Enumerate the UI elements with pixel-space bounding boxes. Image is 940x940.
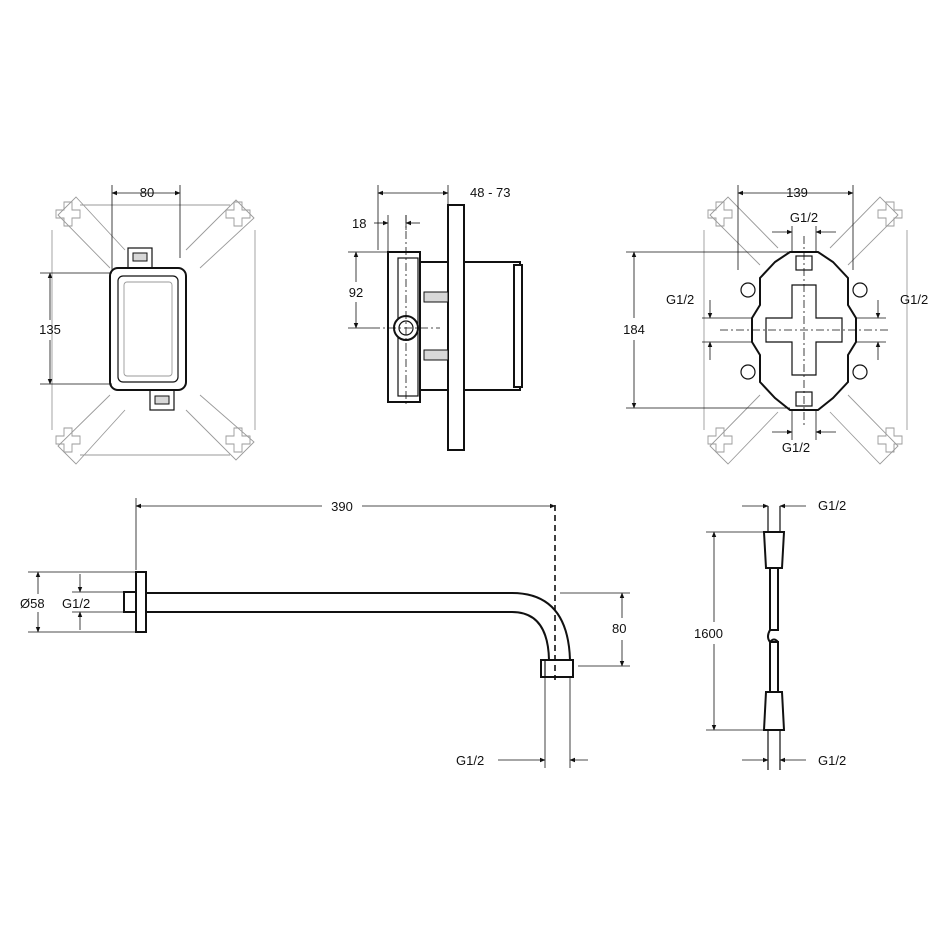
back-plate-view: 139 G1/2 184 G1/2 G1/2 xyxy=(623,185,928,465)
hose-length-label: 1600 xyxy=(694,626,723,641)
shower-arm-drop-label: 80 xyxy=(612,621,626,636)
back-plate-right-thread-label: G1/2 xyxy=(900,292,928,307)
back-plate-height-label: 184 xyxy=(623,322,645,337)
front-plate-view: 80 135 xyxy=(39,185,256,465)
shower-arm-flange-label: Ø58 xyxy=(20,596,45,611)
side-valve-height-dimension: 92 xyxy=(348,251,388,329)
shower-arm-length-label: 390 xyxy=(331,499,353,514)
hose-bottom-thread-label: G1/2 xyxy=(818,753,846,768)
side-valve-depth-dimension: 48 - 73 xyxy=(377,185,510,250)
shower-arm-inlet-thread-label: G1/2 xyxy=(62,596,90,611)
hose-bottom-thread: G1/2 xyxy=(742,753,846,768)
shower-arm-inlet-thread: G1/2 xyxy=(62,574,124,630)
hose-top-thread-label: G1/2 xyxy=(818,498,846,513)
hose-body xyxy=(762,506,786,770)
shower-arm-length-dimension: 390 xyxy=(135,498,556,570)
front-plate-width-label: 80 xyxy=(140,185,154,200)
hose-view: G1/2 1600 G1/2 xyxy=(694,498,846,770)
back-plate-bottom-thread-label: G1/2 xyxy=(782,440,810,455)
shower-arm-outlet-thread: G1/2 xyxy=(456,677,588,768)
front-plate-outline xyxy=(51,196,256,465)
shower-arm-outlet-thread-label: G1/2 xyxy=(456,753,484,768)
back-plate-right-thread: G1/2 xyxy=(856,292,928,360)
shower-arm-flange-dimension: Ø58 xyxy=(20,571,136,633)
side-valve-depth-label: 48 - 73 xyxy=(470,185,510,200)
back-plate-body xyxy=(720,236,890,428)
side-valve-height-label: 92 xyxy=(349,285,363,300)
back-plate-outline xyxy=(703,196,908,465)
shower-arm-drop-dimension: 80 xyxy=(560,592,630,667)
side-valve-body xyxy=(372,204,523,451)
back-plate-width-label: 139 xyxy=(786,185,808,200)
front-plate-height-label: 135 xyxy=(39,322,61,337)
back-plate-height-dimension: 184 xyxy=(623,251,790,409)
front-plate-height-dimension: 135 xyxy=(39,272,112,385)
front-plate-frame xyxy=(109,247,187,411)
back-plate-top-thread-label: G1/2 xyxy=(790,210,818,225)
shower-arm-view: 390 Ø58 G1/2 80 G1/2 xyxy=(20,498,630,768)
side-valve-view: 48 - 73 18 92 xyxy=(348,185,523,451)
side-valve-offset-dimension: 18 xyxy=(352,215,420,252)
shower-arm-body xyxy=(123,505,574,680)
back-plate-bottom-thread: G1/2 xyxy=(772,410,836,455)
hose-top-thread: G1/2 xyxy=(742,498,846,513)
back-plate-left-thread: G1/2 xyxy=(666,292,752,360)
back-plate-left-thread-label: G1/2 xyxy=(666,292,694,307)
front-plate-width-dimension: 80 xyxy=(111,185,181,270)
back-plate-top-thread: G1/2 xyxy=(772,210,836,252)
hose-length-dimension: 1600 xyxy=(694,531,766,731)
back-plate-width-dimension: 139 xyxy=(737,185,854,270)
side-valve-offset-label: 18 xyxy=(352,216,366,231)
